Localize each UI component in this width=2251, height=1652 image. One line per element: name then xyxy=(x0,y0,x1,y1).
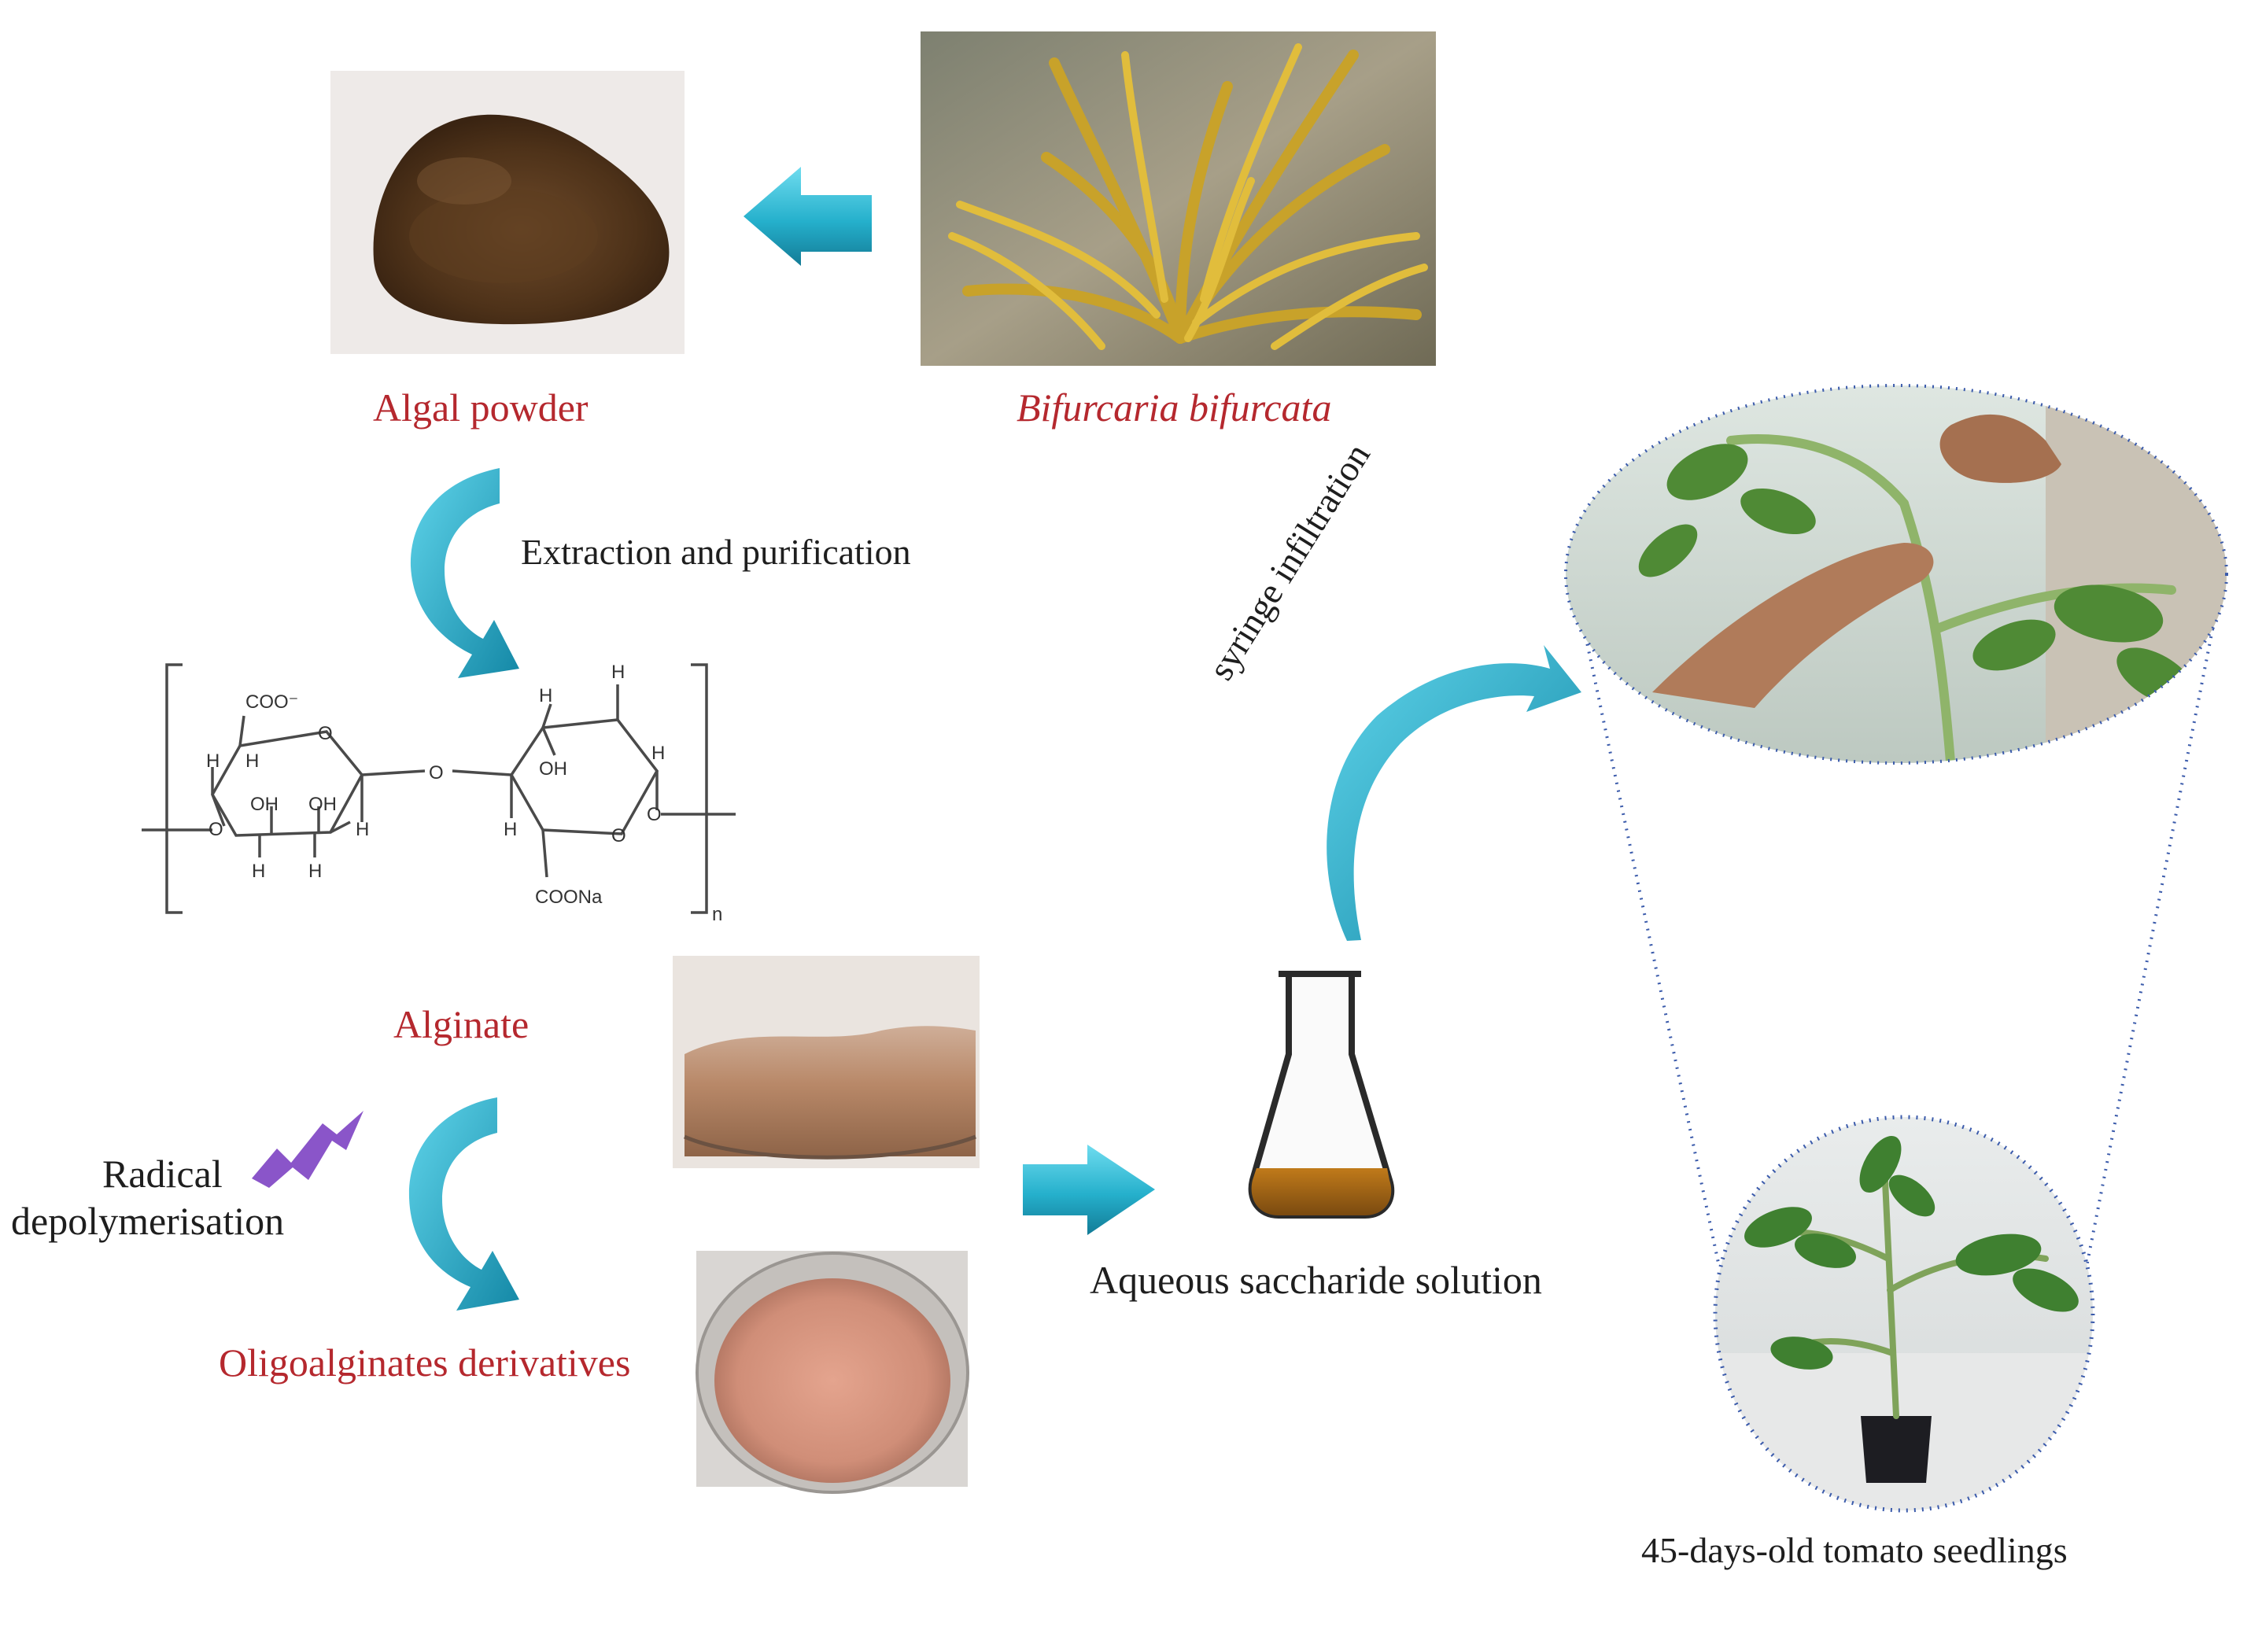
h-label: H xyxy=(308,861,322,882)
coona-label: COONa xyxy=(535,887,603,908)
species-label: Bifurcaria bifurcata xyxy=(1017,385,1332,430)
coo-minus-label: COO⁻ xyxy=(245,691,298,713)
solution-label: Aqueous saccharide solution xyxy=(1090,1258,1542,1302)
algal-powder-label: Algal powder xyxy=(373,385,589,430)
seedlings-label: 45-days-old tomato seedlings xyxy=(1641,1530,2068,1570)
flask-icon xyxy=(1248,971,1395,1219)
algal-powder-photo xyxy=(330,71,685,354)
h-label: H xyxy=(504,819,517,840)
alginate-structure xyxy=(142,663,736,914)
h-label: H xyxy=(252,861,265,882)
extraction-label: Extraction and purification xyxy=(521,532,911,572)
oh-label: OH xyxy=(539,758,567,780)
curved-arrow-icon xyxy=(408,1097,519,1311)
h-label: H xyxy=(206,750,220,772)
h-label: H xyxy=(356,819,369,840)
h-label: H xyxy=(539,685,552,706)
curved-arrow-icon xyxy=(410,468,519,678)
seaweed-photo xyxy=(921,31,1436,366)
radical-label-line2: depolymerisation xyxy=(11,1199,285,1243)
alginate-label: Alginate xyxy=(393,1002,530,1046)
infiltration-photo xyxy=(1564,384,2228,765)
h-label: H xyxy=(651,743,665,764)
seedling-photo xyxy=(1713,1115,2095,1513)
h-label: H xyxy=(611,662,625,683)
ring-oxygen-2: O xyxy=(611,825,626,846)
lightning-icon xyxy=(252,1111,363,1188)
ring-oxygen-1: O xyxy=(318,723,333,744)
right-arrow-icon xyxy=(1023,1145,1155,1235)
oligoalginate-label: Oligoalginates derivatives xyxy=(219,1340,631,1385)
structure-labels: COO⁻ O H H OH OH O H H H O H H OH H H O … xyxy=(206,662,722,925)
chain-oxygen-left: O xyxy=(208,819,223,840)
oh-label: OH xyxy=(250,794,279,815)
repeat-n-label: n xyxy=(712,904,722,925)
alginate-powder-photo xyxy=(673,956,980,1168)
left-arrow-icon xyxy=(744,167,872,266)
curved-arrow-icon xyxy=(1327,645,1581,941)
bridge-oxygen: O xyxy=(429,762,444,784)
oligoalginate-photo xyxy=(696,1251,969,1494)
oh-label: OH xyxy=(308,794,337,815)
radical-label-line1: Radical xyxy=(102,1152,223,1196)
chain-oxygen-right: O xyxy=(647,804,662,825)
h-label: H xyxy=(245,750,259,772)
